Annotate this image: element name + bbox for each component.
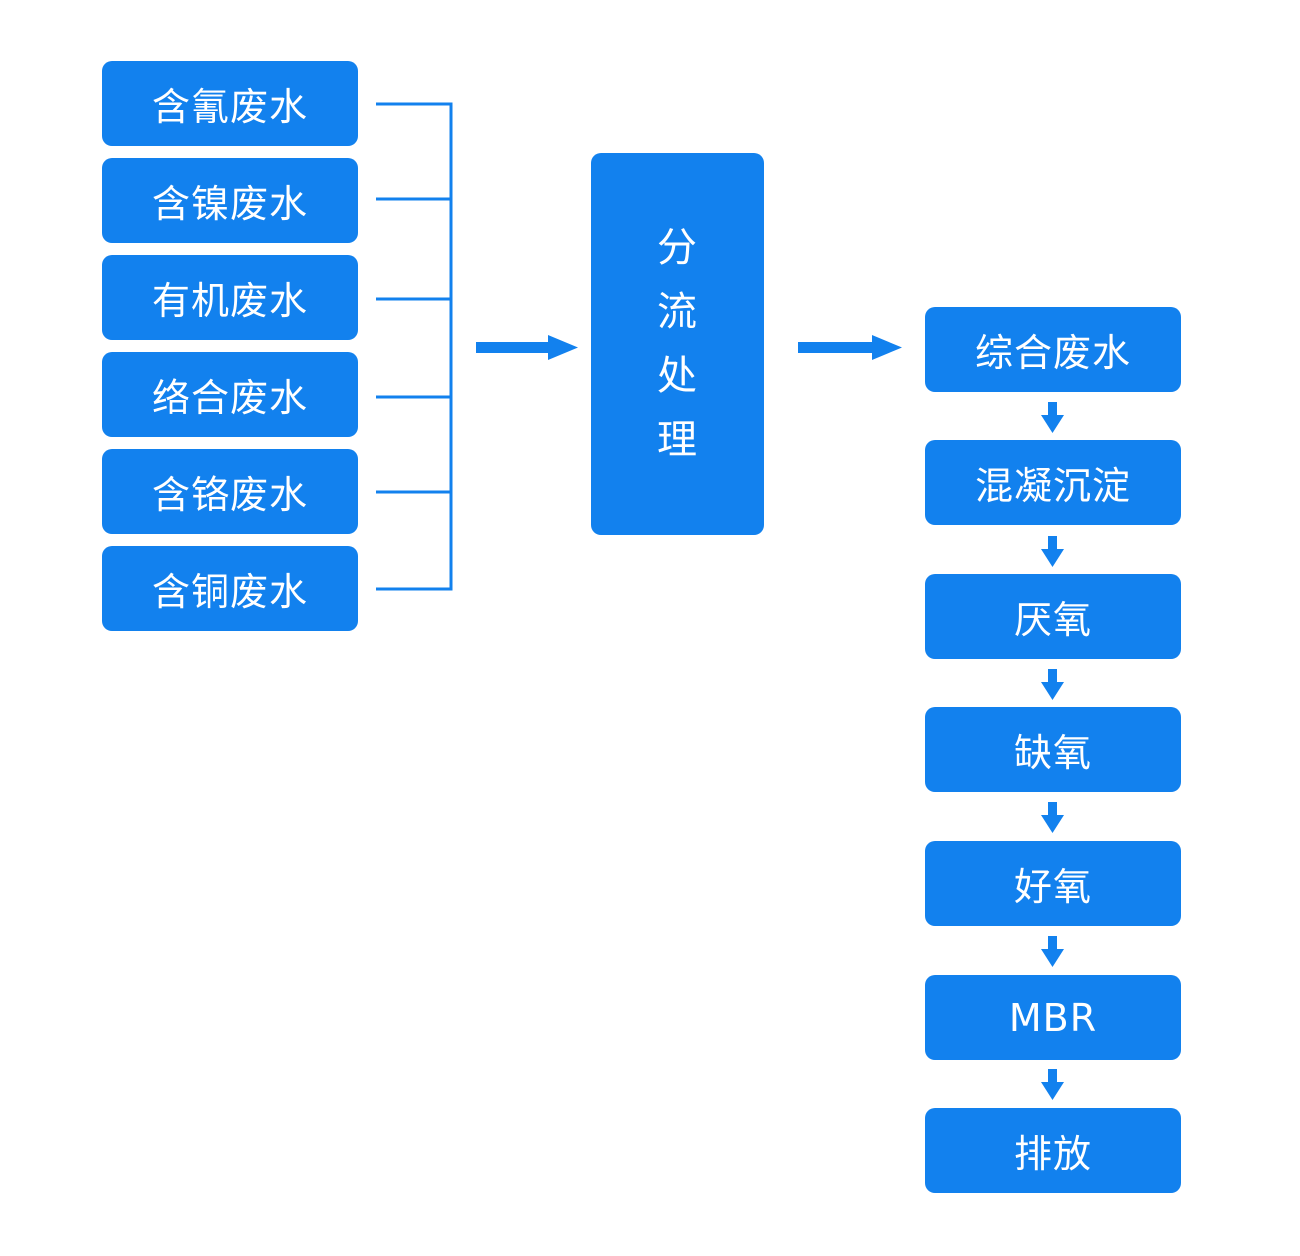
source-box-organic: 有机废水: [102, 255, 358, 340]
step-box-combined-wastewater: 综合废水: [925, 307, 1181, 392]
source-label: 含镍废水: [151, 182, 308, 226]
step-box-anoxic: 缺氧: [925, 707, 1181, 792]
center-char: 流: [657, 289, 698, 335]
source-label: 含氰废水: [151, 85, 308, 129]
step-label: 厌氧: [1013, 598, 1092, 642]
source-box-nickel: 含镍废水: [102, 158, 358, 243]
source-label: 有机废水: [151, 279, 308, 323]
source-box-copper: 含铜废水: [102, 546, 358, 631]
source-label: 络合废水: [151, 376, 308, 420]
step-box-anaerobic: 厌氧: [925, 574, 1181, 659]
source-box-chromium: 含铬废水: [102, 449, 358, 534]
center-char: 分: [657, 225, 698, 271]
step-label: 综合废水: [974, 331, 1131, 375]
center-char: 处: [657, 353, 698, 399]
step-label: 缺氧: [1013, 731, 1092, 775]
split-treatment-label: 分 流 处 理: [657, 216, 698, 472]
step-label: 混凝沉淀: [974, 464, 1131, 508]
arrow-to-center: [476, 335, 578, 360]
source-label: 含铬废水: [151, 473, 308, 517]
step-box-discharge: 排放: [925, 1108, 1181, 1193]
source-box-cyanide: 含氰废水: [102, 61, 358, 146]
down-arrow-2: [1041, 536, 1064, 567]
step-label: MBR: [1008, 995, 1098, 1040]
source-bracket: [376, 102, 453, 591]
down-arrows: [1041, 402, 1064, 1100]
source-label: 含铜废水: [151, 570, 308, 614]
down-arrow-5: [1041, 936, 1064, 967]
down-arrow-4: [1041, 802, 1064, 833]
step-label: 好氧: [1013, 865, 1092, 909]
step-label: 排放: [1013, 1132, 1092, 1176]
split-treatment-box: 分 流 处 理: [591, 153, 764, 535]
step-box-coagulation: 混凝沉淀: [925, 440, 1181, 525]
arrow-to-steps: [798, 335, 902, 360]
down-arrow-6: [1041, 1069, 1064, 1100]
down-arrow-3: [1041, 669, 1064, 700]
step-box-aerobic: 好氧: [925, 841, 1181, 926]
source-box-complex: 络合废水: [102, 352, 358, 437]
down-arrow-1: [1041, 402, 1064, 433]
step-box-mbr: MBR: [925, 975, 1181, 1060]
center-char: 理: [657, 417, 698, 463]
